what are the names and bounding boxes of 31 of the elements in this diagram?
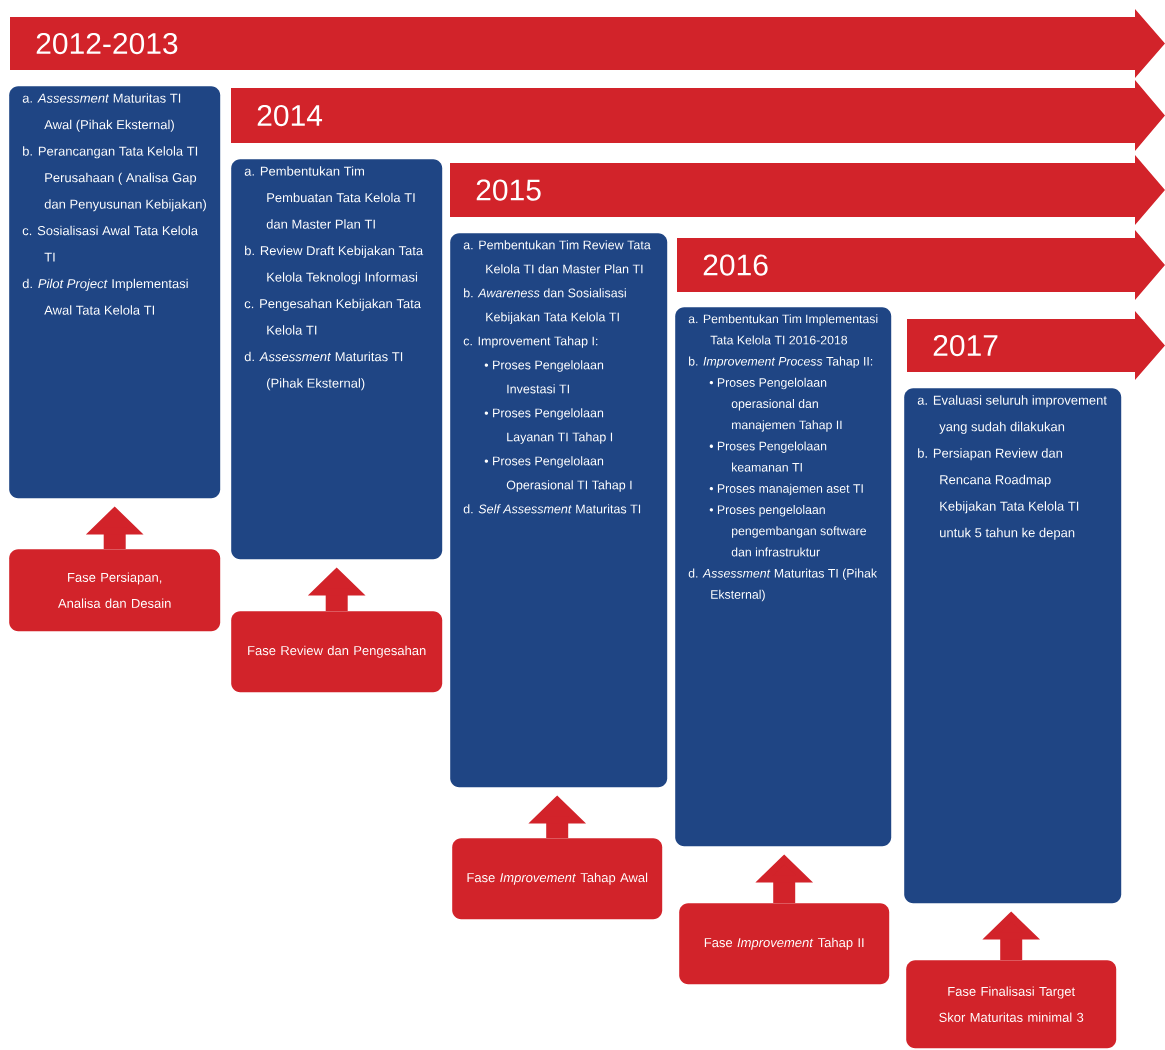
list-item: d. Assessment Maturitas TI (Pihak Eksternal): [688, 568, 878, 602]
phase-box: Fase Improvement Tahap Awal: [452, 838, 663, 920]
list-item: d. Assessment Maturitas TI (Pihak Eksternal): [244, 351, 403, 391]
year-arrow-band: 2016: [677, 230, 1165, 300]
list-item: • Proses manajemen aset TI: [709, 483, 863, 496]
list-item: • Proses Pengelolaan Operasional TI Tahap I: [484, 456, 632, 492]
list-item: • Proses Pengelolaan keamanan TI: [709, 441, 827, 472]
timeline-box: [450, 233, 668, 788]
list-item: • Proses Pengelolaan Layanan TI Tahap I: [484, 408, 613, 444]
phase-box: Fase Improvement Tahap II: [679, 903, 890, 985]
year-arrow-band: 2012-2013: [10, 9, 1165, 78]
list-item: a. Assessment Maturitas TI Awal (Pihak Eksternal): [22, 93, 181, 132]
phase-box: Fase Persiapan, Analisa dan Desain: [9, 549, 221, 632]
list-item: d. Self Assessment Maturitas TI: [463, 504, 641, 514]
phase-box: Fase Review dan Pengesahan: [231, 611, 443, 693]
list-item: b. Improvement Process Tahap II:: [689, 356, 873, 369]
list-item: • Proses Pengelolaan operasional dan manajemen Tahap II: [709, 377, 842, 432]
list-item: • Proses Pengelolaan Investasi TI: [484, 360, 604, 394]
list-item: • Proses pengelolaan pengembangan software dan infrastruktur: [709, 505, 866, 557]
timeline-box: [904, 388, 1122, 904]
timeline-box: [675, 307, 892, 847]
list-item: b. Perancangan Tata Kelola TI Perusahaan ( Analisa Gap dan Penyusunan Kebijakan): [23, 146, 206, 212]
phase-box: Fase Finalisasi Target Skor Maturitas minimal 3: [906, 960, 1117, 1049]
list-item: b. Persiapan Review dan Rencana Roadmap Kebijakan Tata Kelola TI untuk 5 tahun ke depan: [918, 448, 1079, 540]
year-arrow-band: 2014: [231, 80, 1165, 151]
timeline-box: [9, 86, 221, 499]
year-arrow-band: 2015: [450, 155, 1165, 225]
year-arrow-band: 2017: [907, 311, 1165, 380]
timeline-box: [231, 159, 443, 560]
list-item: c. Improvement Tahap I:: [463, 336, 598, 348]
list-item: d. Pilot Project Implementasi Awal Tata Kelola TI: [22, 278, 188, 315]
